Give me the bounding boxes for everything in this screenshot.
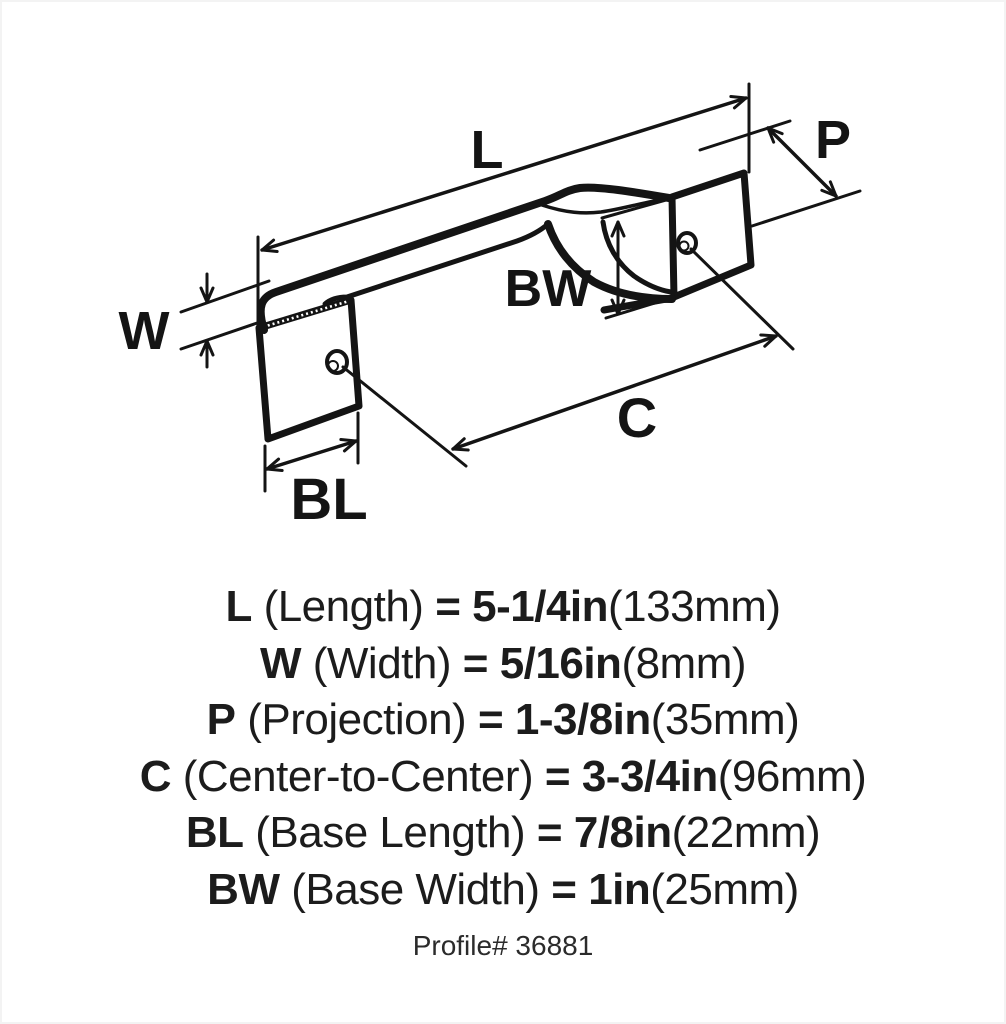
c-extension-left	[341, 365, 468, 468]
w-extension-upper	[179, 279, 271, 314]
c-extension-right	[689, 247, 795, 351]
spec-row-width: W (Width) = 5/16in(8mm)	[0, 636, 1006, 693]
spec-row-base-width: BW (Base Width) = 1in(25mm)	[0, 862, 1006, 919]
spec-value-metric: (22mm)	[671, 808, 821, 857]
spec-name: (Center-to-Center)	[182, 751, 534, 801]
p-extension-lower	[750, 189, 862, 228]
spec-value-imperial: 5/16in	[499, 638, 622, 688]
spec-row-projection: P (Projection) = 1-3/8in(35mm)	[0, 692, 1006, 749]
bw-extension-upper	[600, 198, 668, 220]
spec-value-imperial: 3-3/4in	[581, 751, 718, 801]
p-extension-upper	[698, 119, 792, 152]
spec-equals: =	[544, 751, 571, 801]
spec-name: (Width)	[312, 638, 452, 688]
dim-label-base-length: BL	[290, 467, 367, 532]
right-leg-inner-arch	[600, 219, 674, 295]
spec-value-metric: (8mm)	[621, 638, 747, 688]
spec-name: (Base Length)	[255, 808, 526, 857]
dimension-base-width	[600, 198, 670, 320]
dimension-width	[179, 272, 271, 369]
dimension-projection	[698, 119, 862, 228]
left-base-plate	[255, 296, 363, 443]
spec-name: (Length)	[263, 582, 424, 631]
bl-dimension-line	[265, 437, 358, 473]
spec-value-imperial: 1in	[588, 864, 651, 914]
spec-abbr: BW	[207, 864, 280, 914]
spec-abbr: W	[259, 638, 302, 688]
spec-abbr: P	[206, 695, 236, 744]
dimension-center-to-center	[341, 247, 795, 468]
spec-value-imperial: 7/8in	[573, 808, 672, 857]
spec-list: L (Length) = 5-1/4in(133mm) W (Width) = …	[0, 579, 1006, 918]
spec-name: (Projection)	[247, 695, 467, 744]
spec-value-metric: (35mm)	[650, 695, 800, 744]
spec-value-metric: (25mm)	[650, 864, 799, 914]
profile-number: Profile# 36881	[412, 930, 594, 961]
spec-equals: =	[435, 582, 461, 631]
spec-abbr: L	[225, 582, 252, 631]
dimension-length	[256, 82, 751, 331]
dimension-base-length	[263, 411, 360, 493]
c-dimension-line	[451, 333, 778, 452]
spec-value-imperial: 1-3/8in	[514, 695, 651, 744]
spec-equals: =	[536, 808, 563, 857]
dim-label-base-width: BW	[505, 260, 593, 318]
dim-label-center-to-center: C	[617, 386, 657, 449]
dim-label-length: L	[471, 120, 504, 180]
spec-value-metric: (96mm)	[717, 751, 867, 801]
spec-value-imperial: 5-1/4in	[472, 582, 609, 631]
dim-label-width: W	[119, 301, 170, 361]
spec-equals: =	[551, 864, 577, 914]
spec-name: (Base Width)	[291, 864, 540, 914]
dim-label-projection: P	[815, 110, 851, 170]
l-dimension-line	[260, 94, 748, 254]
spec-row-length: L (Length) = 5-1/4in(133mm)	[0, 579, 1006, 636]
spec-value-metric: (133mm)	[608, 582, 781, 631]
dimension-diagram: L P W BW C BL	[119, 82, 862, 532]
w-extension-lower	[179, 319, 265, 351]
p-dimension-line	[766, 126, 838, 198]
spec-row-center-to-center: C (Center-to-Center) = 3-3/4in(96mm)	[0, 749, 1006, 806]
spec-abbr: C	[139, 751, 172, 801]
spec-equals: =	[462, 638, 489, 688]
spec-equals: =	[477, 695, 504, 744]
spec-row-base-length: BL (Base Length) = 7/8in(22mm)	[0, 805, 1006, 862]
spec-abbr: BL	[185, 808, 244, 857]
